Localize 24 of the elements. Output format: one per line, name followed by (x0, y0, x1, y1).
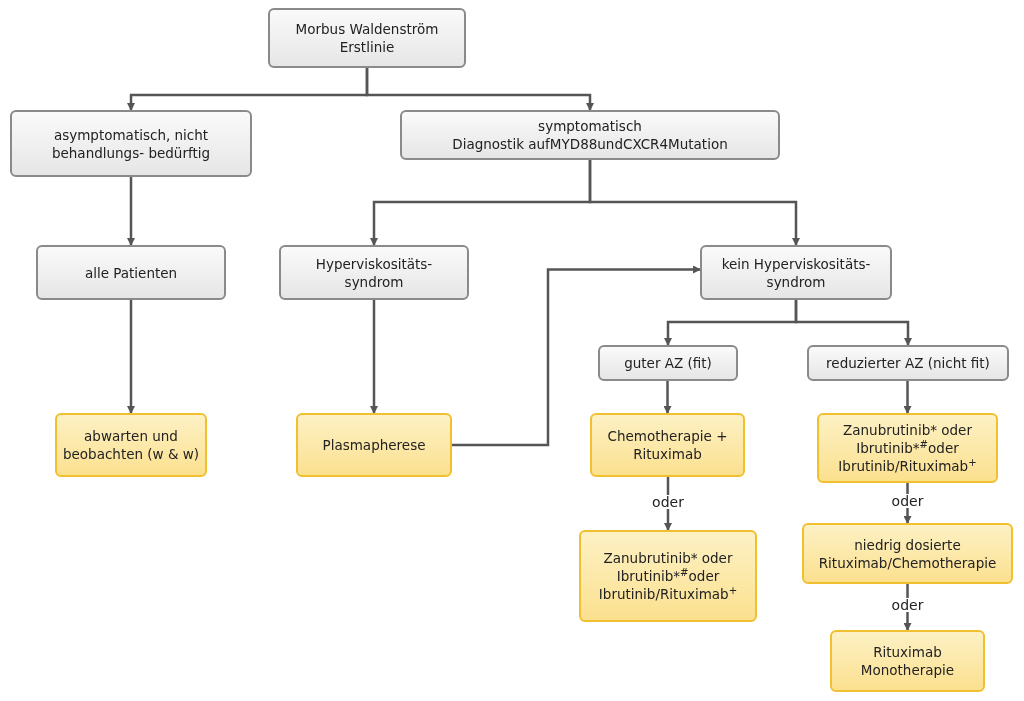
arrow (663, 381, 672, 414)
arrow (452, 265, 701, 447)
arrow (588, 160, 800, 246)
arrow (365, 68, 594, 111)
arrow (794, 300, 912, 346)
process-box: Hyperviskositäts- syndrom (279, 245, 469, 300)
therapy-box: niedrig dosierte Rituximab/Chemotherapie (802, 523, 1013, 584)
therapy-box: Zanubrutinib* oder Ibrutinib*$^{#}$oder Ibrutinib/Rituximab$^{+}$ (579, 530, 757, 622)
process-box: asymptomatisch, nicht behandlungs- bedürftig (10, 110, 252, 177)
arrow (127, 300, 135, 414)
therapy-box: abwarten und beobachten (w & w) (55, 413, 207, 477)
process-box: reduzierter AZ (nicht fit) (807, 345, 1009, 381)
process-box: alle Patienten (36, 245, 226, 300)
arrow (370, 300, 378, 414)
therapy-box: Rituximab Monotherapie (830, 630, 985, 692)
therapy-box: Chemotherapie + Rituximab (590, 413, 745, 477)
therapy-box: Zanubrutinib* oder Ibrutinib*$^{#}$oder Ibrutinib/Rituximab$^{+}$ (817, 413, 998, 483)
therapy-box: Plasmapherese (296, 413, 452, 477)
process-box: symptomatisch Diagnostik aufMYD88undCXCR4Mutation (400, 110, 780, 160)
arrow (127, 177, 135, 246)
arrow (903, 381, 912, 414)
process-box: Morbus Waldenström Erstlinie (268, 8, 466, 68)
process-box: guter AZ (fit) (598, 345, 738, 381)
process-box: kein Hyperviskositäts- syndrom (700, 245, 892, 300)
